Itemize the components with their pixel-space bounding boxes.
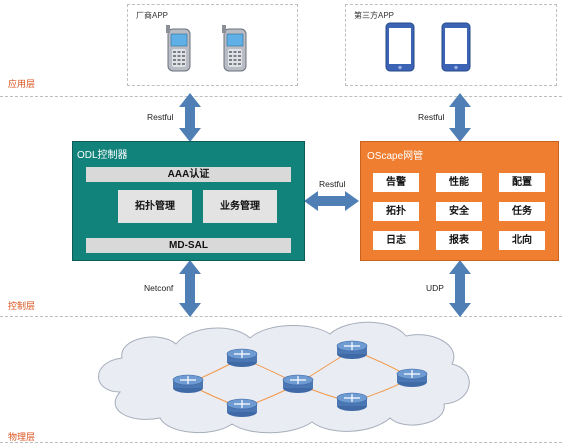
physical-layer-label: 物理层 — [8, 432, 36, 442]
odl-controller-box: ODL控制器 AAA认证 拓扑管理 业务管理 MD-SAL — [72, 141, 305, 261]
edge-label-restful-left: Restful — [147, 112, 174, 122]
double-arrow-icon — [449, 260, 471, 317]
third-party-app-panel: 第三方APP — [345, 4, 557, 86]
vendor-app-title: 厂商APP — [136, 11, 169, 20]
control-layer-label: 控制层 — [8, 301, 36, 311]
control-layer-divider — [0, 316, 562, 317]
md-sal-module: MD-SAL — [86, 238, 291, 253]
double-arrow-icon — [179, 260, 201, 317]
edge-label-udp: UDP — [426, 283, 444, 293]
performance-module: 性能 — [436, 173, 482, 192]
odl-controller-title: ODL控制器 — [77, 150, 128, 161]
vendor-app-panel: 厂商APP — [127, 4, 298, 86]
configuration-module: 配置 — [499, 173, 545, 192]
feature-phone-icon — [222, 25, 247, 72]
edge-label-restful-right: Restful — [418, 112, 445, 122]
report-module: 报表 — [436, 231, 482, 250]
edge-label-restful-middle: Restful — [319, 179, 346, 189]
feature-phone-icon — [166, 25, 191, 72]
edge-label-netconf: Netconf — [144, 283, 174, 293]
oscape-nms-title: OScape网管 — [367, 151, 424, 162]
northbound-module: 北向 — [499, 231, 545, 250]
double-arrow-icon — [304, 191, 359, 211]
router-icon — [336, 392, 368, 411]
router-icon — [226, 398, 258, 417]
physical-layer-divider — [0, 442, 562, 443]
service-management-module: 业务管理 — [203, 190, 277, 223]
smartphone-icon — [441, 22, 471, 72]
router-icon — [336, 340, 368, 359]
double-arrow-icon — [179, 93, 201, 142]
router-icon — [226, 348, 258, 367]
double-arrow-icon — [449, 93, 471, 142]
security-module: 安全 — [436, 202, 482, 221]
router-icon — [396, 368, 428, 387]
alarm-module: 告警 — [373, 173, 419, 192]
topology-management-module: 拓扑管理 — [118, 190, 192, 223]
task-module: 任务 — [499, 202, 545, 221]
application-layer-divider — [0, 96, 562, 97]
router-icon — [282, 374, 314, 393]
application-layer-label: 应用层 — [8, 79, 36, 89]
third-party-app-title: 第三方APP — [354, 11, 395, 20]
router-icon — [172, 374, 204, 393]
oscape-nms-box: OScape网管 告警 性能 配置 拓扑 安全 任务 日志 报表 北向 — [360, 141, 559, 261]
aaa-auth-module: AAA认证 — [86, 167, 291, 182]
log-module: 日志 — [373, 231, 419, 250]
topology-module: 拓扑 — [373, 202, 419, 221]
smartphone-icon — [385, 22, 415, 72]
